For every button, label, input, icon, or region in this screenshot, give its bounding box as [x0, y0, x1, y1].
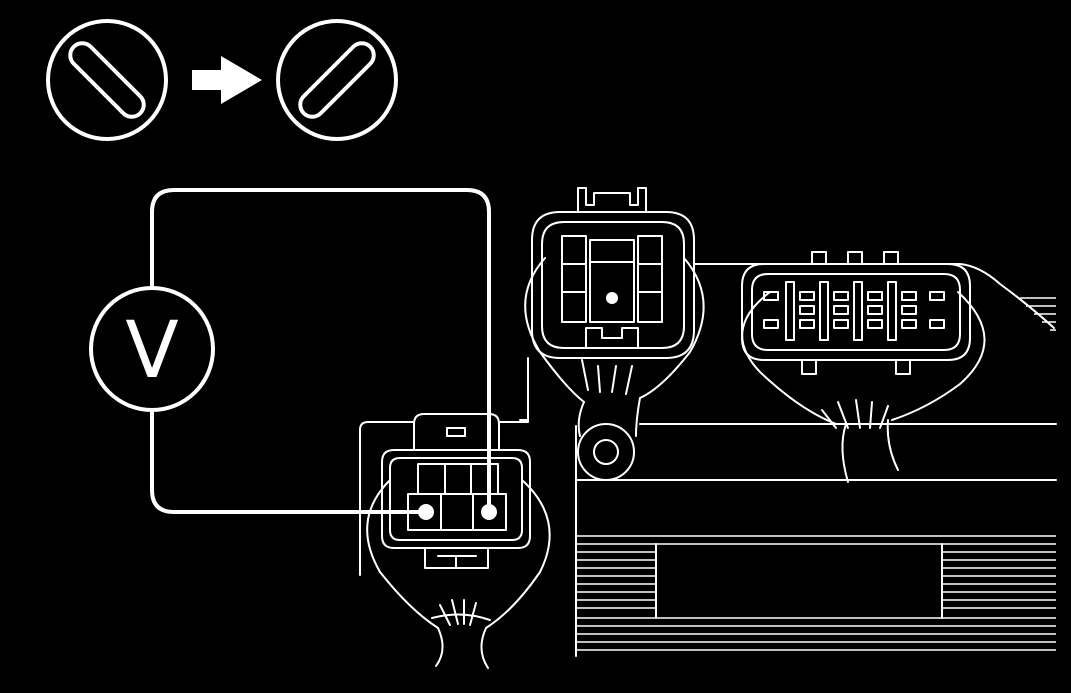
probe-tip-left [418, 504, 434, 520]
unit-housing [575, 263, 1057, 657]
multi-pin-connector [741, 251, 986, 483]
pin-array [763, 281, 945, 341]
upper-connector [524, 187, 705, 481]
ignition-switch-on-icon [276, 19, 398, 141]
ignition-switch-off-icon [46, 19, 168, 141]
probe-tip-right [481, 504, 497, 520]
bracket-outline [359, 357, 529, 576]
voltmeter-label: V [125, 306, 178, 396]
voltmeter-icon: V [89, 286, 215, 412]
probed-connector [366, 413, 551, 669]
arrow-right-icon [192, 56, 262, 104]
test-lead-wires [150, 188, 491, 514]
